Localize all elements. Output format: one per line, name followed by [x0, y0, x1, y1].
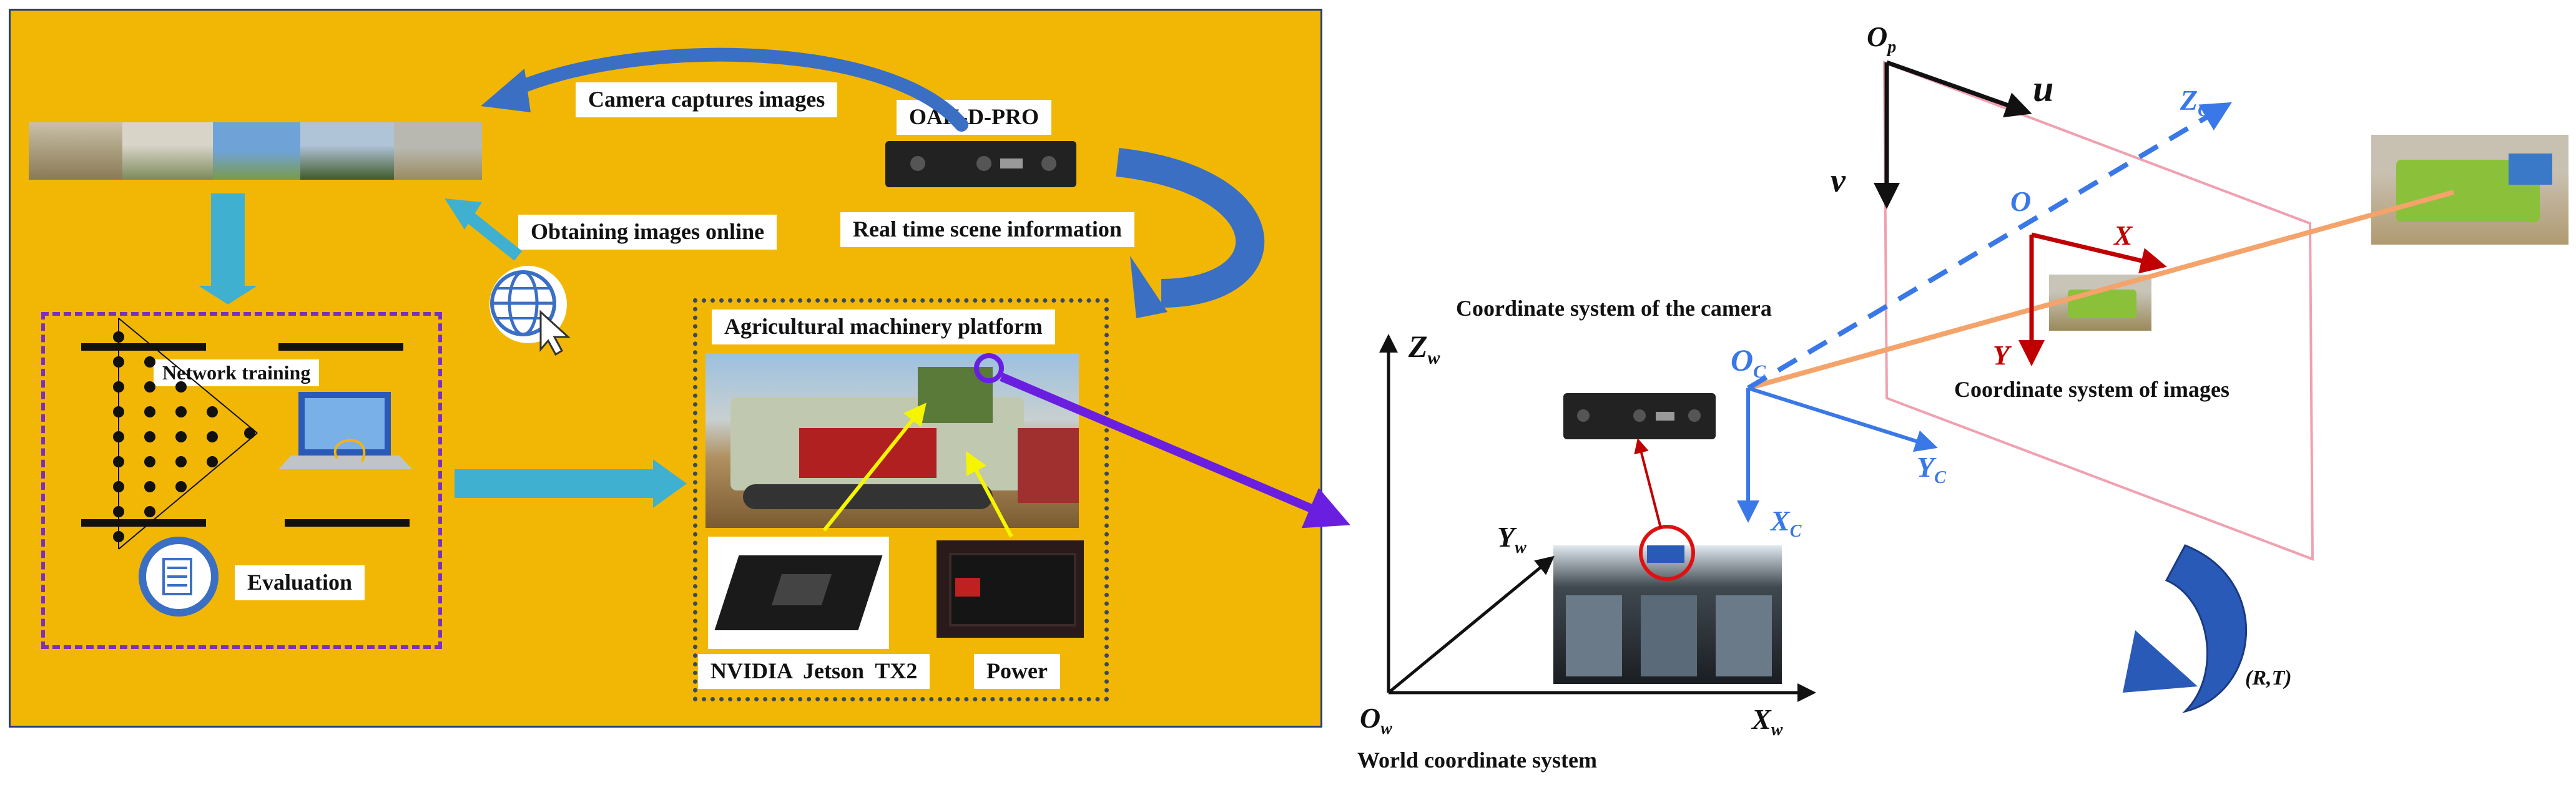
u-axis	[1885, 60, 2032, 118]
globe-cursor-icon	[489, 266, 571, 356]
images-system-label: Coordinate system of images	[1954, 377, 2229, 402]
oc-axis-label: OC	[1731, 343, 1766, 382]
laptop-icon	[278, 392, 412, 469]
x-image-axis-label: X	[2114, 220, 2133, 251]
y-image-axis-label: Y	[1993, 340, 2010, 371]
rotation-arrow-head	[2123, 630, 2198, 693]
v-axis-label: v	[1831, 162, 1846, 199]
obtaining-online-label: Obtaining images online	[518, 215, 777, 250]
yellow-arrow	[822, 402, 927, 532]
network-training-label: Network training	[154, 359, 320, 387]
camera-device-icon	[1563, 393, 1716, 439]
camera-mount-circle	[974, 353, 1004, 383]
yc-axis	[1748, 386, 1938, 452]
zw-axis-label: Zw	[1408, 329, 1440, 368]
down-arrow-shaft	[211, 193, 245, 287]
purple-arrow	[1000, 373, 1350, 529]
rotation-arrow	[2165, 544, 2247, 713]
image-plane	[1882, 61, 2314, 561]
power-label: Power	[974, 654, 1060, 689]
training-box	[41, 312, 442, 649]
curved-arrow-top	[499, 47, 968, 132]
yc-axis-label: YC	[1917, 451, 1946, 488]
evaluation-label: Evaluation	[235, 565, 365, 600]
platform-label: Agricultural machinery platform	[712, 310, 1055, 344]
calculator-icon	[139, 537, 219, 617]
divider	[278, 343, 403, 351]
camera-mount-circle	[1639, 525, 1695, 581]
yellow-arrow	[966, 451, 1013, 538]
realtime-label: Real time scene information	[840, 212, 1134, 247]
camera-device-icon	[885, 141, 1076, 187]
curved-arrow-right	[1116, 148, 1265, 308]
camera-system-label: Coordinate system of the camera	[1456, 296, 1772, 321]
yw-axis	[1387, 555, 1555, 694]
rt-label: (R,T)	[2245, 666, 2292, 690]
jetson-label: NVIDIA Jetson TX2	[698, 654, 930, 689]
op-axis-label: Op	[1867, 21, 1897, 57]
curved-arrow-right-head	[1130, 256, 1168, 318]
zc-axis	[1746, 102, 2232, 391]
platform-box	[693, 298, 1109, 701]
down-arrow-head	[199, 286, 257, 305]
power-photo	[937, 540, 1084, 638]
u-axis-label: u	[2033, 68, 2054, 109]
divider	[81, 343, 206, 351]
curved-arrow-top-head	[481, 69, 531, 112]
divider	[285, 519, 410, 527]
harvester-field-photo	[2371, 135, 2569, 245]
jetson-photo	[708, 537, 889, 649]
xc-axis-label: XC	[1771, 505, 1802, 542]
o-origin-label: O	[2010, 185, 2032, 217]
projection-line	[1747, 190, 2455, 391]
yw-axis-label: Yw	[1497, 521, 1526, 558]
right-arrow-head	[653, 459, 687, 508]
oak-label: OAK-D-PRO	[897, 100, 1051, 135]
cabin-photo	[1553, 545, 1782, 684]
right-arrow-shaft	[455, 469, 654, 498]
neural-network-icon	[113, 318, 258, 550]
divider	[81, 519, 206, 527]
dataset-thumbnails	[29, 122, 482, 180]
ow-axis-label: Ow	[1360, 702, 1392, 739]
xw-axis-label: Xw	[1752, 703, 1783, 740]
x-image-axis	[2031, 232, 2167, 274]
red-arrow	[1634, 438, 1662, 529]
diagonal-arrow-head	[445, 198, 482, 230]
world-system-label: World coordinate system	[1357, 748, 1597, 773]
camera-captures-label: Camera captures images	[576, 82, 838, 117]
